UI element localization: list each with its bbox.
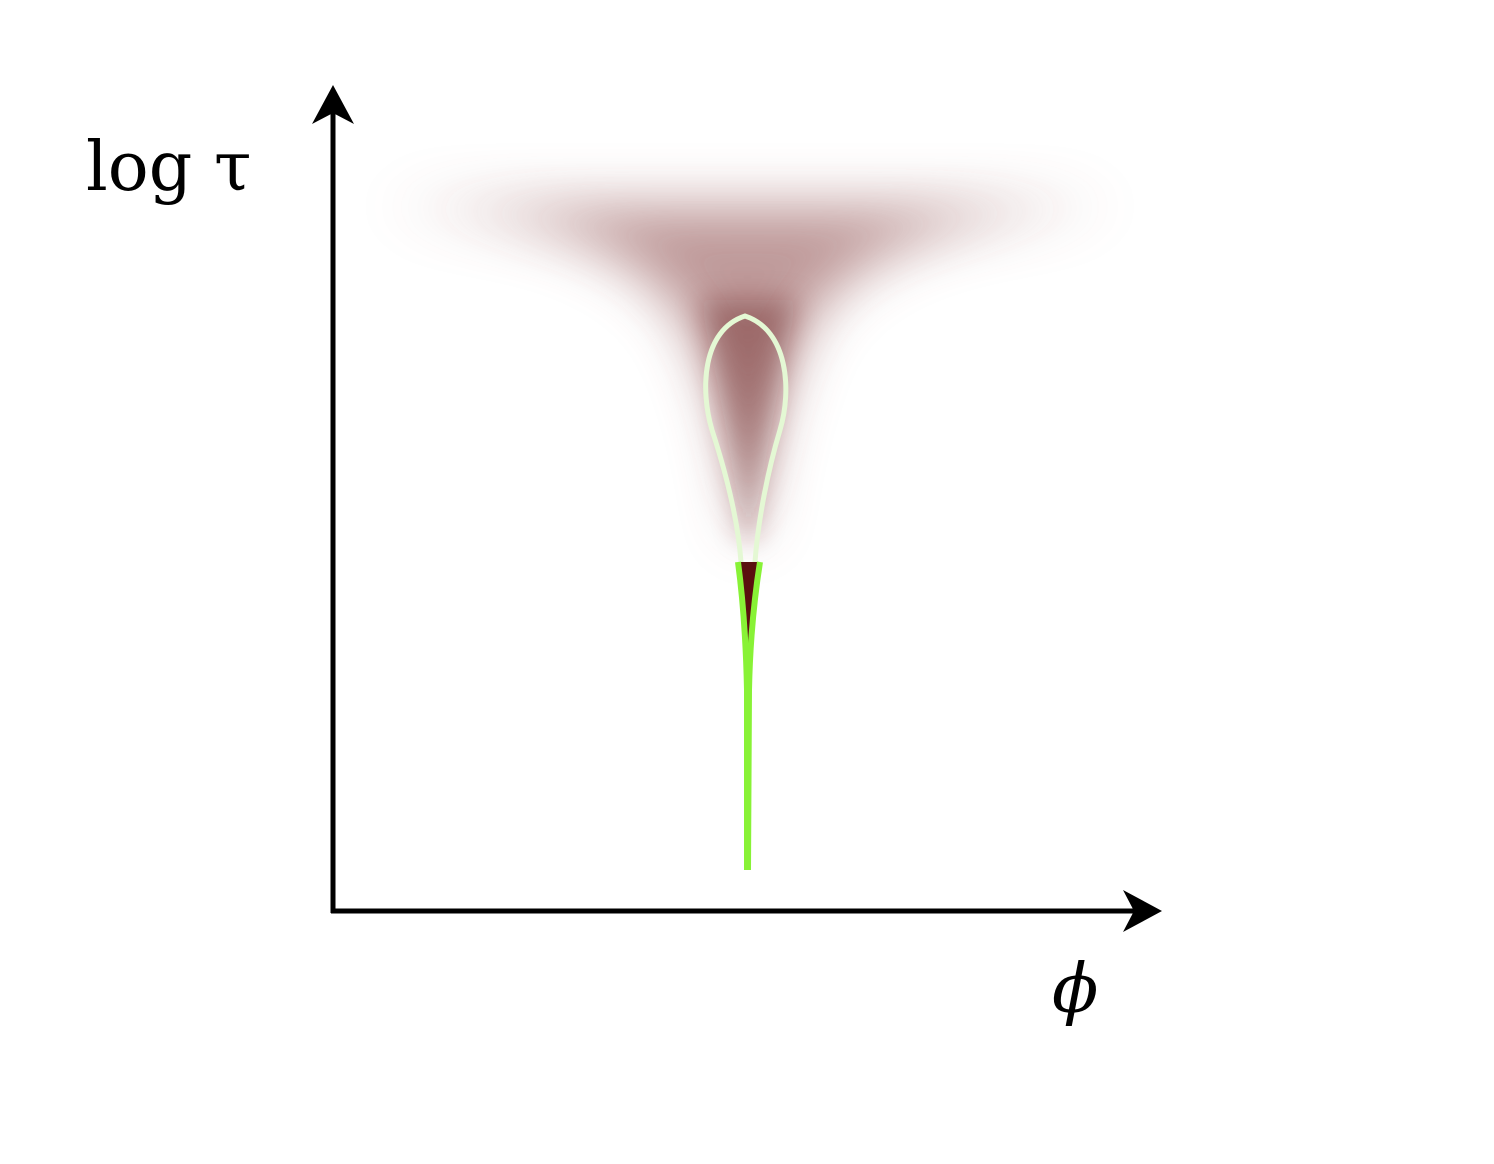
axes bbox=[312, 85, 1162, 932]
curve-stem-right bbox=[745, 561, 763, 871]
x-axis-arrowhead bbox=[1123, 890, 1162, 932]
x-axis-label: ϕ bbox=[1052, 950, 1098, 1029]
curve-loop bbox=[703, 313, 789, 565]
y-axis-label: log τ bbox=[86, 128, 251, 207]
diffuse-region-core bbox=[700, 300, 797, 540]
y-axis-arrowhead bbox=[312, 85, 354, 124]
diffuse-region bbox=[380, 205, 1120, 540]
